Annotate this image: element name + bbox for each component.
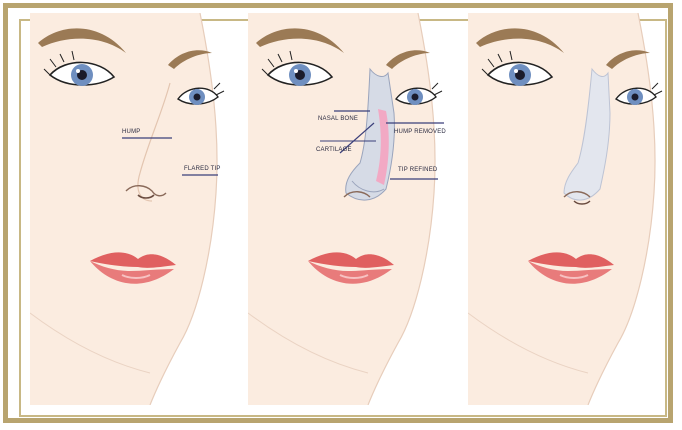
- face-panel-during: NASAL BONE CARTILAGE HUMP REMOVED TIP RE…: [248, 13, 448, 405]
- cartilage-label: CARTILAGE: [316, 147, 352, 153]
- tip-refined-label: TIP REFINED: [398, 167, 438, 173]
- hump-label: HUMP: [122, 129, 140, 135]
- face-panel-after: [468, 13, 666, 405]
- flared-tip-label: FLARED TIP: [184, 166, 221, 172]
- nasal-bone-label: NASAL BONE: [318, 116, 358, 122]
- face-panel-before: HUMP FLARED TIP: [30, 13, 230, 405]
- hump-removed-label: HUMP REMOVED: [394, 129, 446, 135]
